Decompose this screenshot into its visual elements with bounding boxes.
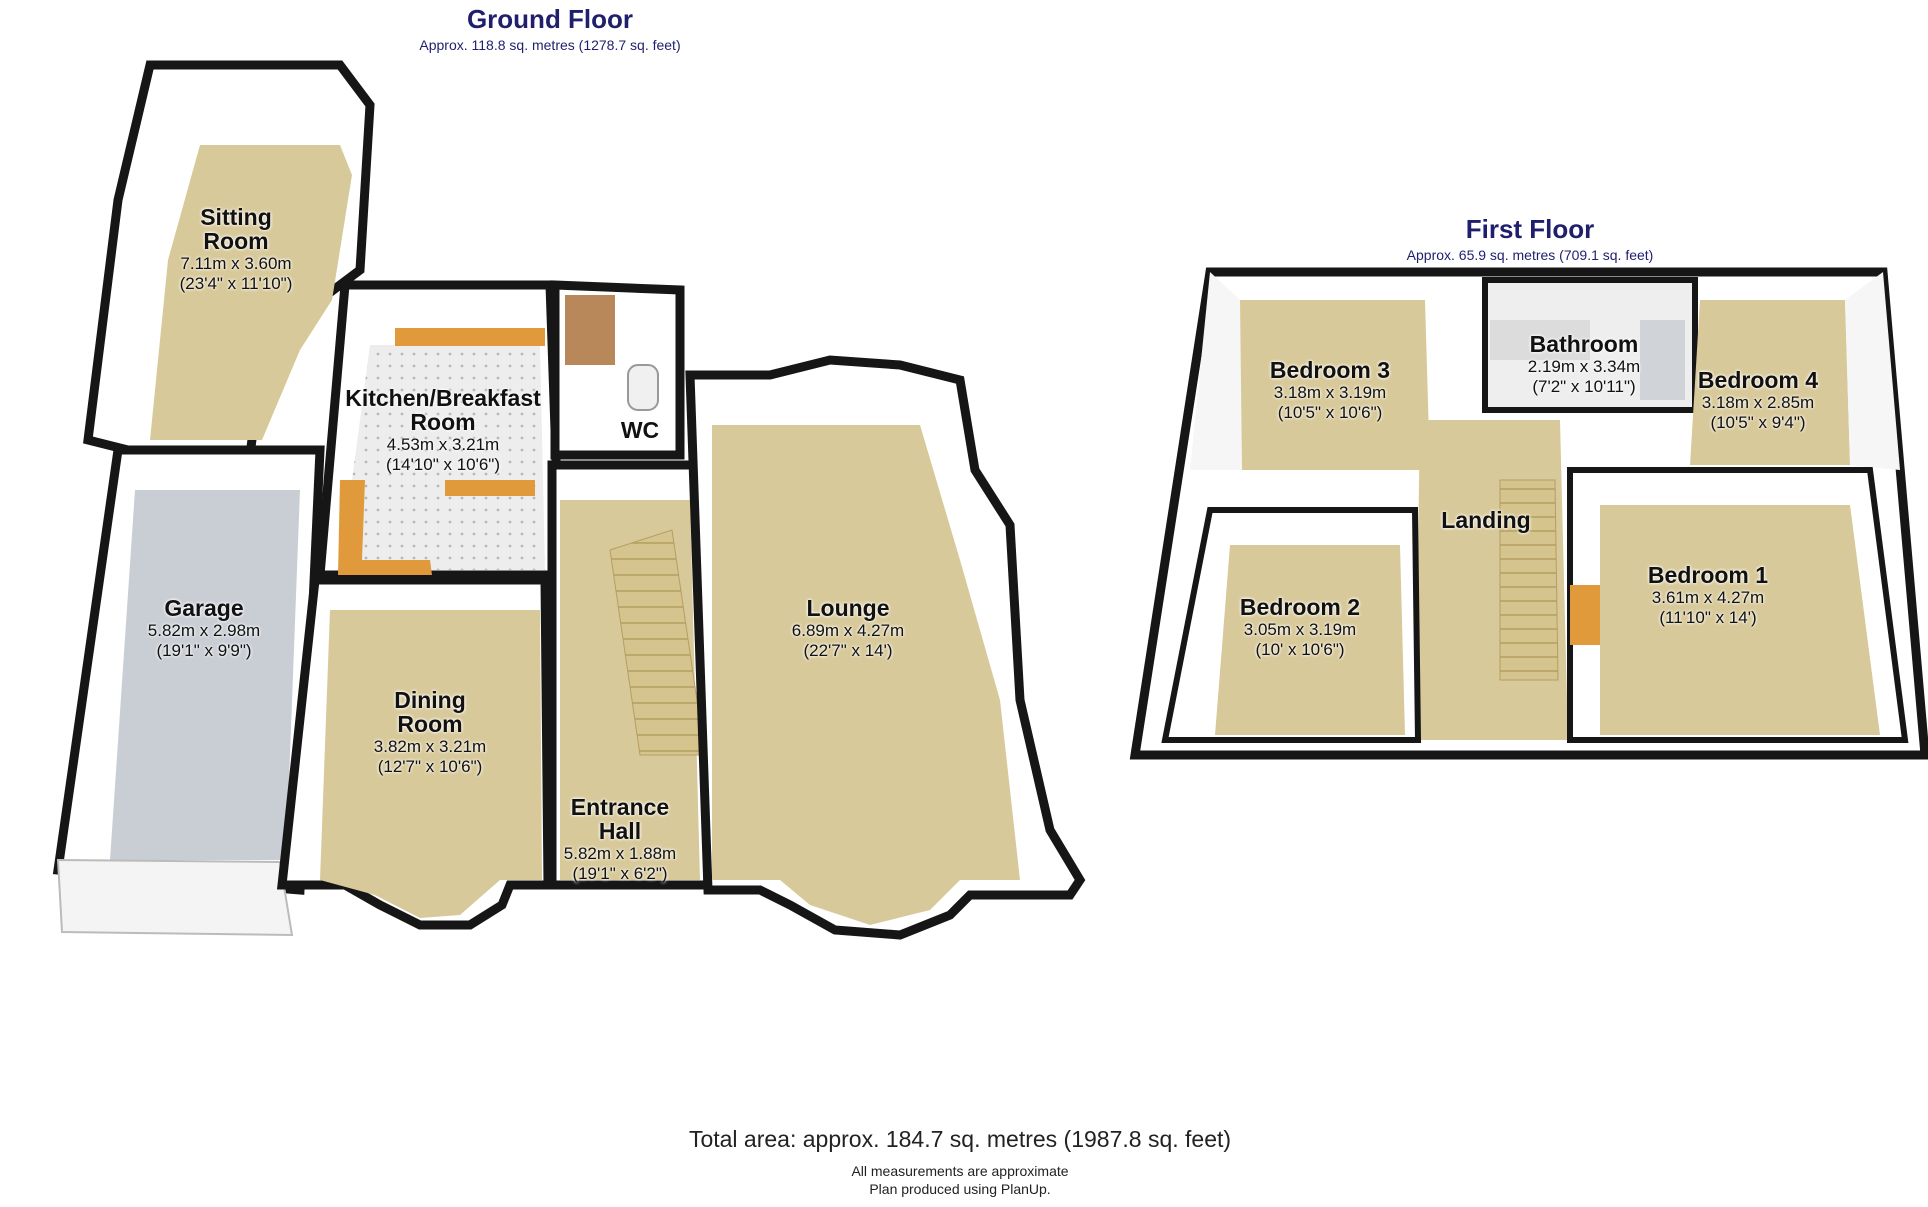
lounge-label: Lounge 6.89m x 4.27m (22'7" x 14') <box>792 596 904 660</box>
landing-label: Landing <box>1441 508 1530 532</box>
bathroom-imperial: (7'2" x 10'11") <box>1532 376 1636 396</box>
lounge-imperial: (22'7" x 14') <box>803 640 893 660</box>
landing-shape <box>1415 420 1568 740</box>
disclaimer: All measurements are approximate <box>851 1163 1069 1179</box>
plan-credit: Plan produced using PlanUp. <box>869 1181 1051 1197</box>
entrance-hall-label: Entrance Hall 5.82m x 1.88m (19'1" x 6'2… <box>564 795 676 883</box>
bedroom3-name: Bedroom 3 <box>1269 357 1391 383</box>
dining-room-shape <box>276 575 553 930</box>
sitting-room-name: Sitting Room <box>200 204 272 255</box>
bedroom1-name: Bedroom 1 <box>1647 562 1769 588</box>
wc-shape <box>550 280 685 460</box>
entrance-hall-name: Entrance Hall <box>570 794 670 845</box>
bathroom-metric: 2.19m x 3.34m <box>1527 357 1641 377</box>
entrance-hall-shape <box>547 460 713 890</box>
sitting-room-label: Sitting Room 7.11m x 3.60m (23'4" x 11'1… <box>180 205 293 293</box>
bedroom4-imperial: (10'5" x 9'4") <box>1710 412 1806 432</box>
dining-room-name: Dining Room <box>394 687 466 738</box>
garage-shape <box>52 445 325 937</box>
entrance-hall-imperial: (19'1" x 6'2") <box>572 864 668 884</box>
bedroom2-name: Bedroom 2 <box>1239 594 1361 620</box>
garage-imperial: (19'1" x 9'9") <box>156 640 252 660</box>
dining-room-label: Dining Room 3.82m x 3.21m (12'7" x 10'6"… <box>374 688 486 776</box>
first-floor-title: First Floor <box>1465 214 1595 244</box>
sitting-room-metric: 7.11m x 3.60m <box>180 254 292 274</box>
bedroom1-metric: 3.61m x 4.27m <box>1651 588 1765 608</box>
entrance-hall-metric: 5.82m x 1.88m <box>563 844 677 864</box>
bedroom3-shape <box>1190 272 1430 470</box>
kitchen-shape <box>315 280 565 580</box>
bedroom4-shape <box>1690 272 1900 470</box>
sitting-room-shape <box>83 60 375 460</box>
bedroom2-imperial: (10' x 10'6") <box>1255 639 1345 659</box>
bedroom2-shape <box>1161 507 1422 743</box>
first-floor-area: Approx. 65.9 sq. metres (709.1 sq. feet) <box>1406 247 1654 263</box>
sitting-room-imperial: (23'4" x 11'10") <box>179 274 293 294</box>
dining-room-imperial: (12'7" x 10'6") <box>377 757 483 777</box>
bathroom-shape <box>1482 277 1698 413</box>
bedroom1-label: Bedroom 1 3.61m x 4.27m (11'10" x 14') <box>1648 563 1768 627</box>
bedroom2-metric: 3.05m x 3.19m <box>1243 620 1357 640</box>
bathroom-label: Bathroom 2.19m x 3.34m (7'2" x 10'11") <box>1528 332 1640 396</box>
bedroom2-label: Bedroom 2 3.05m x 3.19m (10' x 10'6") <box>1240 595 1360 659</box>
bedroom3-metric: 3.18m x 3.19m <box>1273 383 1387 403</box>
bedroom1-shape <box>1567 467 1909 743</box>
ground-floor-title: Ground Floor <box>466 4 634 34</box>
ground-floor-area: Approx. 118.8 sq. metres (1278.7 sq. fee… <box>419 37 681 53</box>
ground-floor-plan <box>52 60 1086 940</box>
bedroom4-name: Bedroom 4 <box>1697 367 1819 393</box>
landing-name: Landing <box>1441 507 1531 533</box>
bedroom1-imperial: (11'10" x 14') <box>1659 607 1757 627</box>
lounge-metric: 6.89m x 4.27m <box>791 621 905 641</box>
bedroom4-label: Bedroom 4 3.18m x 2.85m (10'5" x 9'4") <box>1698 368 1818 432</box>
kitchen-imperial: (14'10" x 10'6") <box>385 455 501 475</box>
lounge-name: Lounge <box>806 595 890 621</box>
dining-room-metric: 3.82m x 3.21m <box>373 737 487 757</box>
lounge-shape <box>685 355 1086 940</box>
garage-metric: 5.82m x 2.98m <box>147 621 261 641</box>
kitchen-name: Kitchen/Breakfast Room <box>345 385 541 436</box>
wc-label: WC <box>621 418 659 442</box>
wc-name: WC <box>620 417 660 443</box>
bedroom4-metric: 3.18m x 2.85m <box>1701 393 1815 413</box>
kitchen-label: Kitchen/Breakfast Room 4.53m x 3.21m (14… <box>345 386 541 474</box>
total-area: Total area: approx. 184.7 sq. metres (19… <box>688 1126 1232 1152</box>
garage-label: Garage 5.82m x 2.98m (19'1" x 9'9") <box>148 596 260 660</box>
kitchen-metric: 4.53m x 3.21m <box>386 435 500 455</box>
first-floor-plan <box>1129 267 1928 760</box>
garage-name: Garage <box>164 595 244 621</box>
bedroom3-label: Bedroom 3 3.18m x 3.19m (10'5" x 10'6") <box>1270 358 1390 422</box>
bedroom3-imperial: (10'5" x 10'6") <box>1277 402 1383 422</box>
bathroom-name: Bathroom <box>1529 331 1639 357</box>
